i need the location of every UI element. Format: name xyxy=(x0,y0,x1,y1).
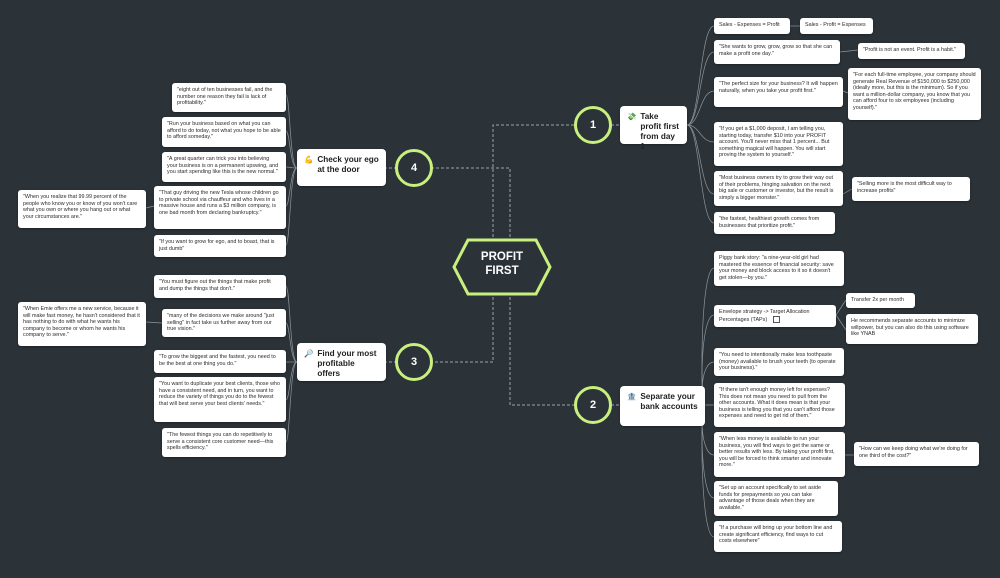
note-b2-piggy-bank[interactable]: Piggy bank story: "a nine-year-old girl … xyxy=(714,251,844,286)
note-b2-envelope-strategy[interactable]: Envelope strategy -> Target Allocation P… xyxy=(714,305,836,327)
note-b2-transfer[interactable]: Transfer 2x per month xyxy=(846,293,915,308)
branch-1-topic[interactable]: 💸 Take profit first from day 1 xyxy=(620,106,687,151)
note-b3-just-selling[interactable]: "many of the decisions we make around "j… xyxy=(162,309,286,337)
branch-3-title: Find your most profitable offers xyxy=(317,349,377,378)
note-b1-deposit[interactable]: "If you get a $1,000 deposit, I am telli… xyxy=(714,122,843,166)
branch-2-title: Separate your bank accounts xyxy=(640,392,698,411)
note-b4-nobody-cares[interactable]: "When you realize that 99.99 percent of … xyxy=(18,190,146,228)
note-b4-afford-today[interactable]: "Run your business based on what you can… xyxy=(162,117,286,147)
note-b1-healthiest-growth[interactable]: "the fastest, healthiest growth comes fr… xyxy=(714,212,835,234)
note-b2-not-enough-money[interactable]: "If there isn't enough money left for ex… xyxy=(714,383,845,427)
note-b2-separate-accounts[interactable]: He recommends separate accounts to minim… xyxy=(846,314,978,344)
note-b1-profit-habit[interactable]: "Profit is not an event. Profit is a hab… xyxy=(858,43,965,59)
note-b1-bigger-monster[interactable]: "Most business owners try to grow their … xyxy=(714,171,843,206)
branch-3-number[interactable]: 3 xyxy=(395,343,433,381)
note-b2-less-money[interactable]: "When less money is available to run you… xyxy=(714,432,845,477)
central-title-line-1: PROFIT xyxy=(480,251,524,263)
note-b4-grow-for-ego[interactable]: "If you want to grow for ego, and to boa… xyxy=(154,235,286,257)
branch-4-title: Check your ego at the door xyxy=(317,155,379,174)
connector-center-1 xyxy=(492,124,576,237)
note-b1-employee-revenue[interactable]: "For each full-time employee, your compa… xyxy=(848,68,981,120)
bank-icon: 🏦 xyxy=(627,392,637,401)
central-topic-shape[interactable] xyxy=(451,237,553,297)
note-b2-third-cost[interactable]: "How can we keep doing what we're doing … xyxy=(854,442,979,466)
note-b3-duplicate-clients[interactable]: "You want to duplicate your best clients… xyxy=(154,377,286,422)
branch-2-topic[interactable]: 🏦 Separate your bank accounts xyxy=(620,386,705,426)
note-b3-figure-out-profit[interactable]: "You must figure out the things that mak… xyxy=(154,275,286,298)
note-b1-formula-expenses[interactable]: Sales - Profit = Expenses xyxy=(800,18,873,34)
note-b1-grow-quote[interactable]: "She wants to grow, grow, grow so that s… xyxy=(714,40,840,64)
note-b4-tesla-guy[interactable]: "That guy driving the new Tesla whose ch… xyxy=(154,186,286,229)
branch-4-number[interactable]: 4 xyxy=(395,149,433,187)
note-b3-emie-service[interactable]: "When Emie offers me a new service, beca… xyxy=(18,302,146,346)
note-b2-envelope-text: Envelope strategy -> Target Allocation P… xyxy=(719,309,810,323)
branch-1-title: Take profit first from day 1 xyxy=(640,112,680,151)
external-link-icon[interactable] xyxy=(773,315,781,323)
central-topic-title: PROFIT FIRST xyxy=(451,250,553,278)
note-b4-great-quarter[interactable]: "A great quarter can trick you into beli… xyxy=(162,152,286,182)
note-b1-selling-more[interactable]: "Selling more is the most difficult way … xyxy=(852,177,970,201)
connector-center-2 xyxy=(509,297,576,406)
branch-2-number[interactable]: 2 xyxy=(574,386,612,424)
branch-4-topic[interactable]: 💪 Check your ego at the door xyxy=(297,149,386,186)
note-b2-prepayments[interactable]: "Set up an account specifically to set a… xyxy=(714,481,838,516)
note-b3-be-the-best[interactable]: "To grow the biggest and the fastest, yo… xyxy=(154,350,286,373)
connector-center-4 xyxy=(432,167,511,237)
branch-3-topic[interactable]: 🔎 Find your most profitable offers xyxy=(297,343,386,381)
flexed-biceps-icon: 💪 xyxy=(304,155,314,164)
note-b2-toothpaste[interactable]: "You need to intentionally make less too… xyxy=(714,348,844,376)
note-b1-formula-profit[interactable]: Sales - Expenses = Profit xyxy=(714,18,790,34)
note-b3-efficiency[interactable]: "The fewest things you can do repetitive… xyxy=(162,428,286,457)
note-b1-perfect-size[interactable]: "The perfect size for your business? It … xyxy=(714,77,843,107)
connector-center-3 xyxy=(432,297,494,363)
central-title-line-2: FIRST xyxy=(485,265,519,277)
note-b2-bottom-line[interactable]: "If a purchase will bring up your bottom… xyxy=(714,521,842,552)
money-icon: 💸 xyxy=(627,112,637,121)
note-b4-businesses-fail[interactable]: "eight out of ten businesses fail, and t… xyxy=(172,83,286,112)
branch-1-number[interactable]: 1 xyxy=(574,106,612,144)
magnifier-icon: 🔎 xyxy=(304,349,314,358)
